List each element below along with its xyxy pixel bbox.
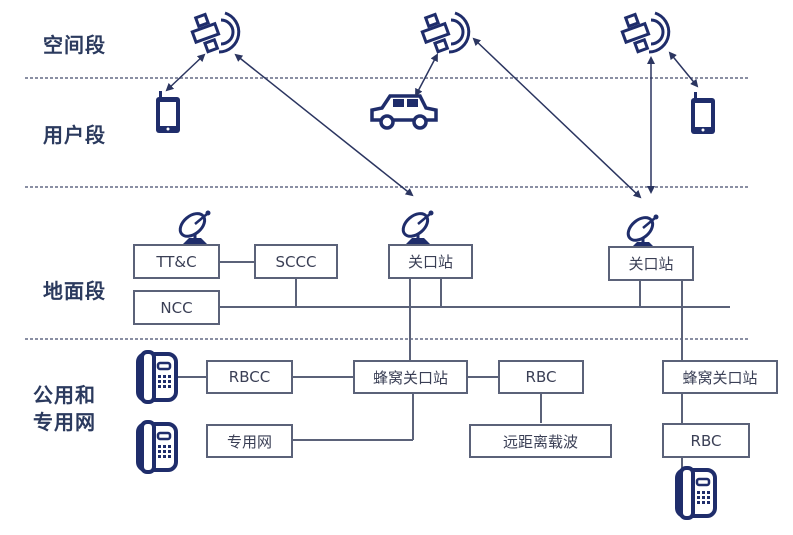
cellular-gateway-box-2: 蜂窝关口站: [662, 360, 778, 394]
gateway-box-1: 关口站: [388, 244, 473, 279]
long-distance-carrier-box: 远距离载波: [469, 424, 612, 458]
rbc-box-1: RBC: [498, 360, 584, 394]
link-arrow: [415, 53, 438, 97]
segment-label-network-line2: 专用网: [33, 410, 96, 434]
satellite-dish-icon: [174, 207, 212, 246]
cellular-gateway-box-1: 蜂窝关口站: [353, 360, 468, 394]
link-arrow: [234, 53, 414, 197]
ttc-box: TT&C: [133, 244, 220, 279]
private-network-box: 专用网: [206, 424, 293, 458]
gateway-box-2: 关口站: [608, 246, 694, 281]
car-icon: [370, 94, 438, 130]
segment-label-ground: 地面段: [43, 279, 106, 303]
desk-phone-icon: [136, 420, 178, 474]
link-arrow: [165, 53, 206, 92]
satellite-dish-icon: [397, 207, 435, 246]
satellite-icon: [190, 11, 241, 54]
segment-label-user: 用户段: [43, 123, 106, 147]
segment-label-space: 空间段: [43, 33, 106, 57]
ground-links: [178, 261, 730, 472]
handheld-phone-icon: [691, 92, 715, 134]
link-arrow: [472, 37, 642, 199]
satellite-icon: [620, 11, 671, 54]
desk-phone-icon: [136, 350, 178, 404]
segment-label-network-line1: 公用和: [33, 383, 96, 407]
rbc-box-2: RBC: [662, 423, 750, 458]
satellite-dish-icon: [622, 211, 660, 250]
handheld-phone-icon: [156, 91, 180, 133]
ncc-box: NCC: [133, 290, 220, 325]
satellite-icon: [420, 11, 471, 54]
link-arrow: [668, 51, 699, 88]
rbcc-box: RBCC: [206, 360, 293, 394]
sccc-box: SCCC: [254, 244, 338, 279]
desk-phone-icon: [675, 466, 717, 520]
